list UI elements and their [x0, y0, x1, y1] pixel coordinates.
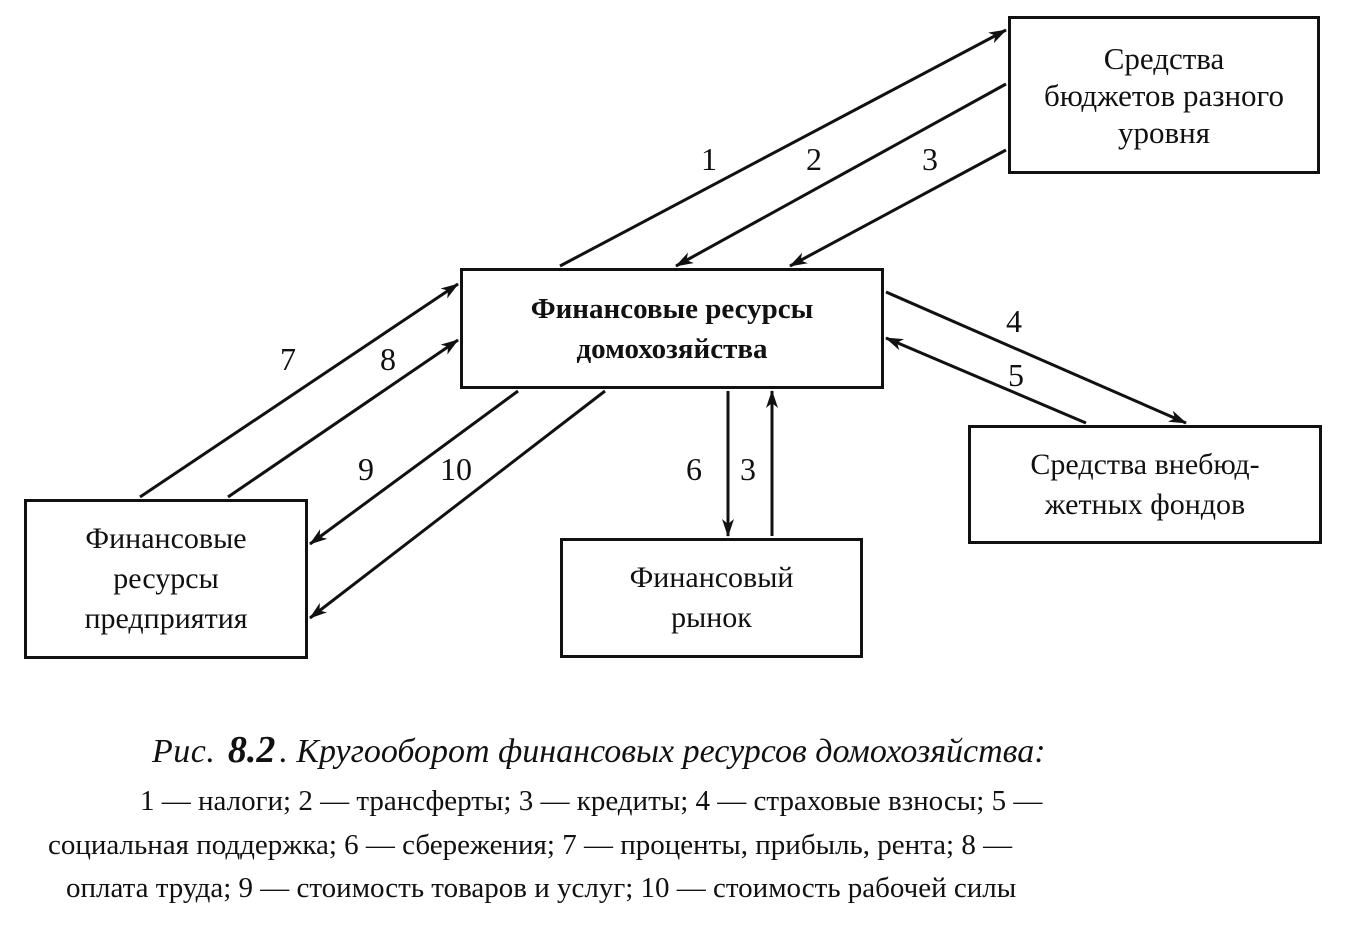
arrow-9-goods — [309, 389, 519, 546]
arrow-8-wages — [227, 338, 459, 499]
flow-label-6: 6 — [686, 451, 702, 487]
legend-line-3: оплата труда; 9 — стоимость товаров и ус… — [66, 872, 1017, 904]
flow-label-5: 5 — [1008, 357, 1024, 393]
flow-label-9: 9 — [358, 451, 374, 487]
flow-arrows — [139, 28, 1187, 620]
flow-label-2: 2 — [806, 141, 822, 177]
flow-label-1: 1 — [701, 141, 717, 177]
arrow-1-taxes — [559, 28, 1007, 268]
flow-label-8: 8 — [380, 341, 396, 377]
arrow-10-labour — [309, 389, 606, 620]
arrow-2-transfers — [675, 82, 1007, 268]
caption-prefix: Рис. — [152, 733, 216, 770]
financial-market-box: Финансовый рынок — [560, 538, 863, 658]
household-resources-box: Финансовые ресурсы домохозяйства — [460, 268, 884, 389]
arrow-3-credits-budget — [789, 148, 1007, 268]
flow-label-4: 4 — [1006, 303, 1022, 339]
legend-line-2: социальная поддержка; 6 — сбережения; 7 … — [48, 829, 1013, 861]
caption-title: Рис. 8.2. Кругооборот финансовых ресурсо… — [152, 728, 1302, 774]
extrabudget-funds-box: Средства внебюд- жетных фондов — [968, 425, 1322, 544]
circulation-diagram: Средства бюджетов разного уровня Финансо… — [24, 16, 1322, 659]
caption-title-text: . Кругооборот финансовых ресурсов домохо… — [279, 733, 1046, 770]
flow-label-3-market: 3 — [740, 451, 756, 487]
flow-label-3-budget: 3 — [922, 141, 938, 177]
flow-label-10: 10 — [440, 451, 472, 487]
figure-number: 8.2 — [227, 729, 276, 771]
budget-funds-box: Средства бюджетов разного уровня — [1008, 16, 1320, 174]
flow-label-7: 7 — [280, 341, 296, 377]
enterprise-resources-box: Финансовые ресурсы предприятия — [24, 499, 308, 659]
arrow-5-social-support — [885, 336, 1087, 425]
arrow-7-interest — [139, 282, 459, 499]
legend-line-1: 1 — налоги; 2 — трансферты; 3 — кредиты;… — [140, 785, 1043, 817]
arrow-4-insurance — [885, 290, 1187, 425]
